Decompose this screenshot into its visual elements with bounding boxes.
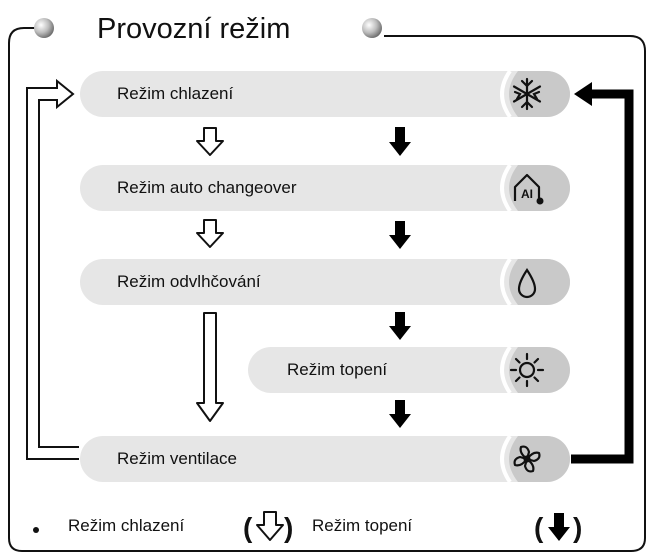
water-drop-icon: [517, 268, 537, 299]
outer-frame: [8, 27, 646, 552]
legend-heating-label: Režim topení: [312, 516, 413, 535]
mode-label-cooling: Režim chlazení: [117, 84, 234, 103]
frame-ball-left: [34, 18, 54, 38]
mode-pill-dehumidify: [80, 257, 570, 307]
legend-paren-open-1: (: [243, 512, 253, 543]
solid-arrow-1: [389, 127, 411, 156]
legend-paren-close-2: ): [573, 512, 583, 543]
auto-changeover-icon: AI: [513, 173, 544, 205]
outline-arrow-1: [196, 127, 224, 156]
legend-solid-arrow-icon: [548, 513, 570, 541]
frame-ball-right: [362, 18, 382, 38]
fan-icon: [513, 445, 541, 473]
mode-label-dehumidify: Režim odvlhčování: [117, 272, 261, 291]
legend-paren-close-1: ): [284, 512, 294, 543]
legend-outline-arrow-icon: [256, 511, 284, 541]
snowflake-icon: [512, 77, 542, 111]
solid-arrow-4: [389, 400, 411, 428]
return-arrow-outline: [26, 78, 79, 460]
outline-arrow-2: [196, 219, 224, 248]
svg-text:AI: AI: [521, 187, 533, 201]
mode-pill-ventilation: [80, 434, 570, 484]
mode-label-auto-changeover: Režim auto changeover: [117, 178, 297, 197]
outline-arrow-long: [196, 312, 224, 422]
page-title: Provozní režim: [97, 13, 291, 45]
mode-pill-heating: [248, 345, 570, 395]
legend-bullet: [33, 527, 39, 533]
solid-arrow-3: [389, 312, 411, 340]
mode-label-heating: Režim topení: [287, 360, 388, 379]
legend-cooling-label: Režim chlazení: [68, 516, 185, 535]
sun-icon: [509, 352, 545, 388]
legend-paren-open-2: (: [534, 512, 544, 543]
mode-label-ventilation: Režim ventilace: [117, 449, 237, 468]
return-arrow-solid: [571, 89, 634, 464]
solid-arrow-2: [389, 221, 411, 249]
